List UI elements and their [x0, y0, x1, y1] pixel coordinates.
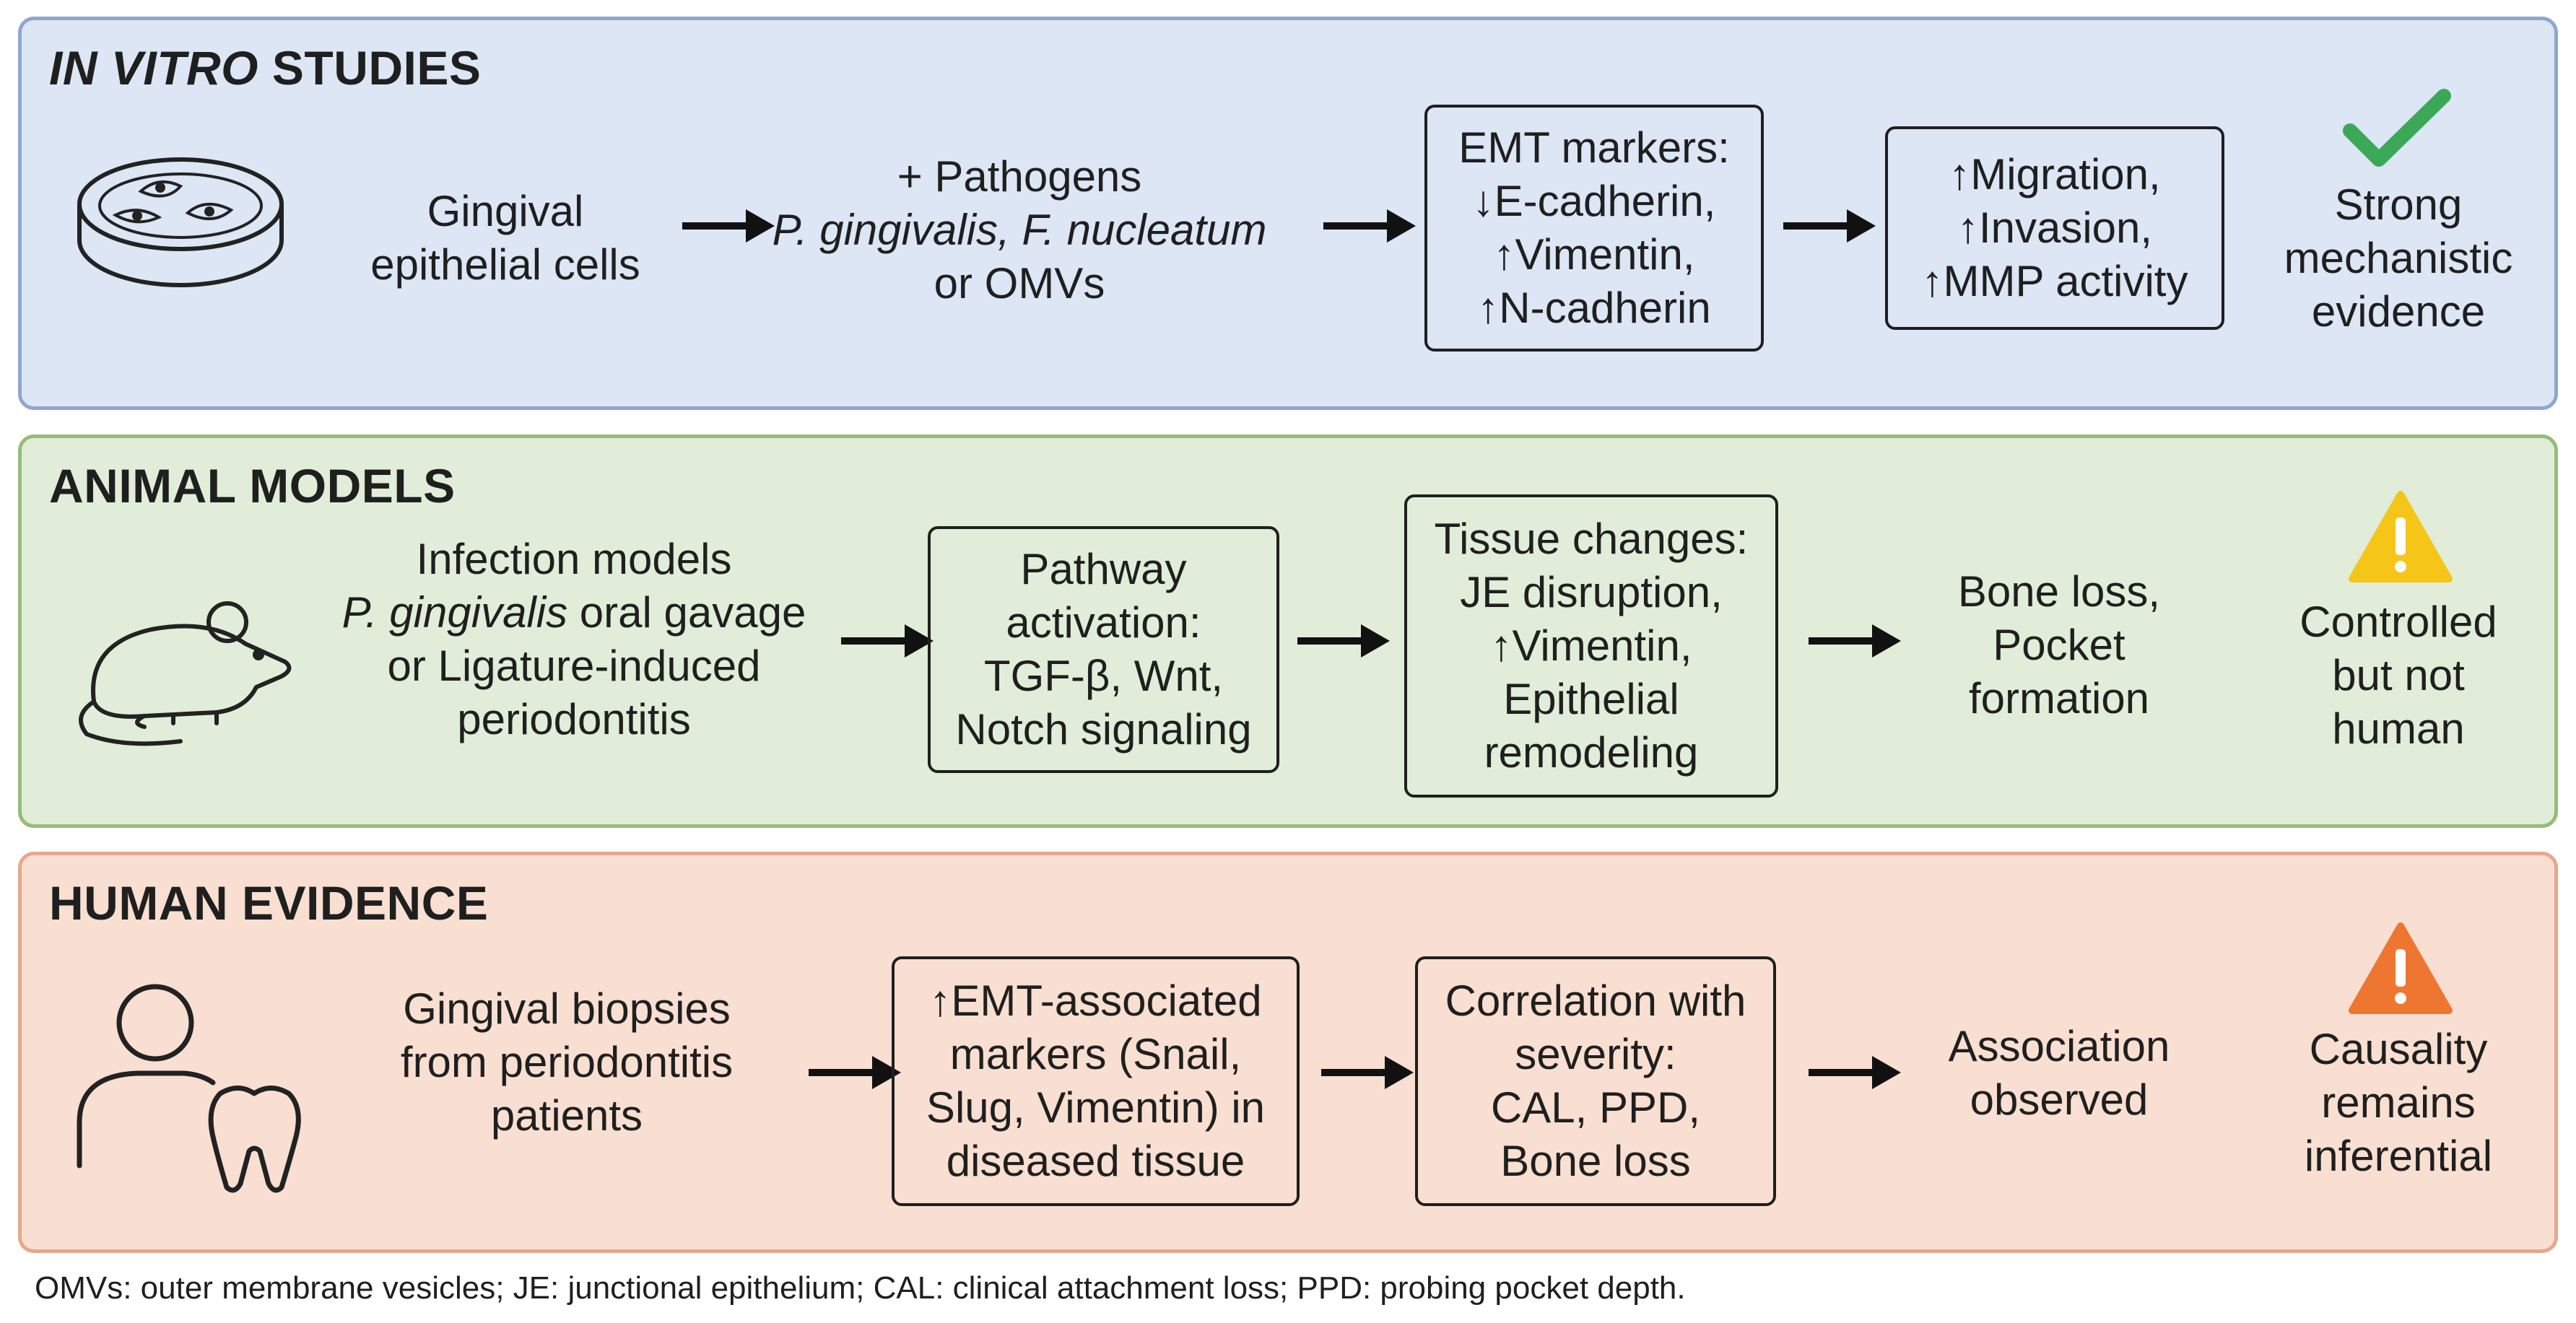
person-tooth-icon — [77, 984, 301, 1193]
warning-icon — [2349, 922, 2453, 1014]
arrow-right-icon — [1323, 208, 1417, 244]
arrow-right-icon — [1297, 623, 1391, 659]
petri-dish-icon — [77, 157, 284, 287]
tissue-changes-box: Tissue changes:JE disruption, ↑Vimentin,… — [1404, 494, 1778, 798]
arrow-right-icon — [1783, 208, 1877, 244]
checkmark-icon — [2343, 89, 2451, 167]
pathogens-text: + Pathogens P. gingivalis, F. nucleatum … — [772, 152, 1267, 307]
source-text: Infection models P. gingivalis oral gava… — [341, 535, 806, 743]
arrow-right-icon — [809, 1055, 902, 1091]
outcomes-text: Bone loss,Pocket formation — [1957, 567, 2161, 722]
mouse-icon — [79, 601, 292, 746]
arrow-right-icon — [682, 208, 776, 244]
arrow-right-icon — [1809, 623, 1902, 659]
panel-title: IN VITRO STUDIES — [49, 41, 482, 95]
warning-icon — [2349, 491, 2453, 582]
outcomes-box: ↑Migration,↑Invasion, ↑MMP activity — [1885, 126, 2224, 330]
panel-title: HUMAN EVIDENCE — [49, 876, 489, 930]
panel-title: ANIMAL MODELS — [49, 459, 456, 512]
arrow-right-icon — [1809, 1055, 1902, 1091]
emt-markers-box: EMT markers:↓E-cadherin, ↑Vimentin,↑N-ca… — [1424, 105, 1764, 352]
animal-models-panel: ANIMAL MODELS Infection models P. gingiv… — [18, 435, 2558, 828]
arrow-right-icon — [1321, 1055, 1415, 1091]
footnote: OMVs: outer membrane vesicles; JE: junct… — [35, 1270, 1686, 1306]
arrow-right-icon — [841, 623, 935, 659]
